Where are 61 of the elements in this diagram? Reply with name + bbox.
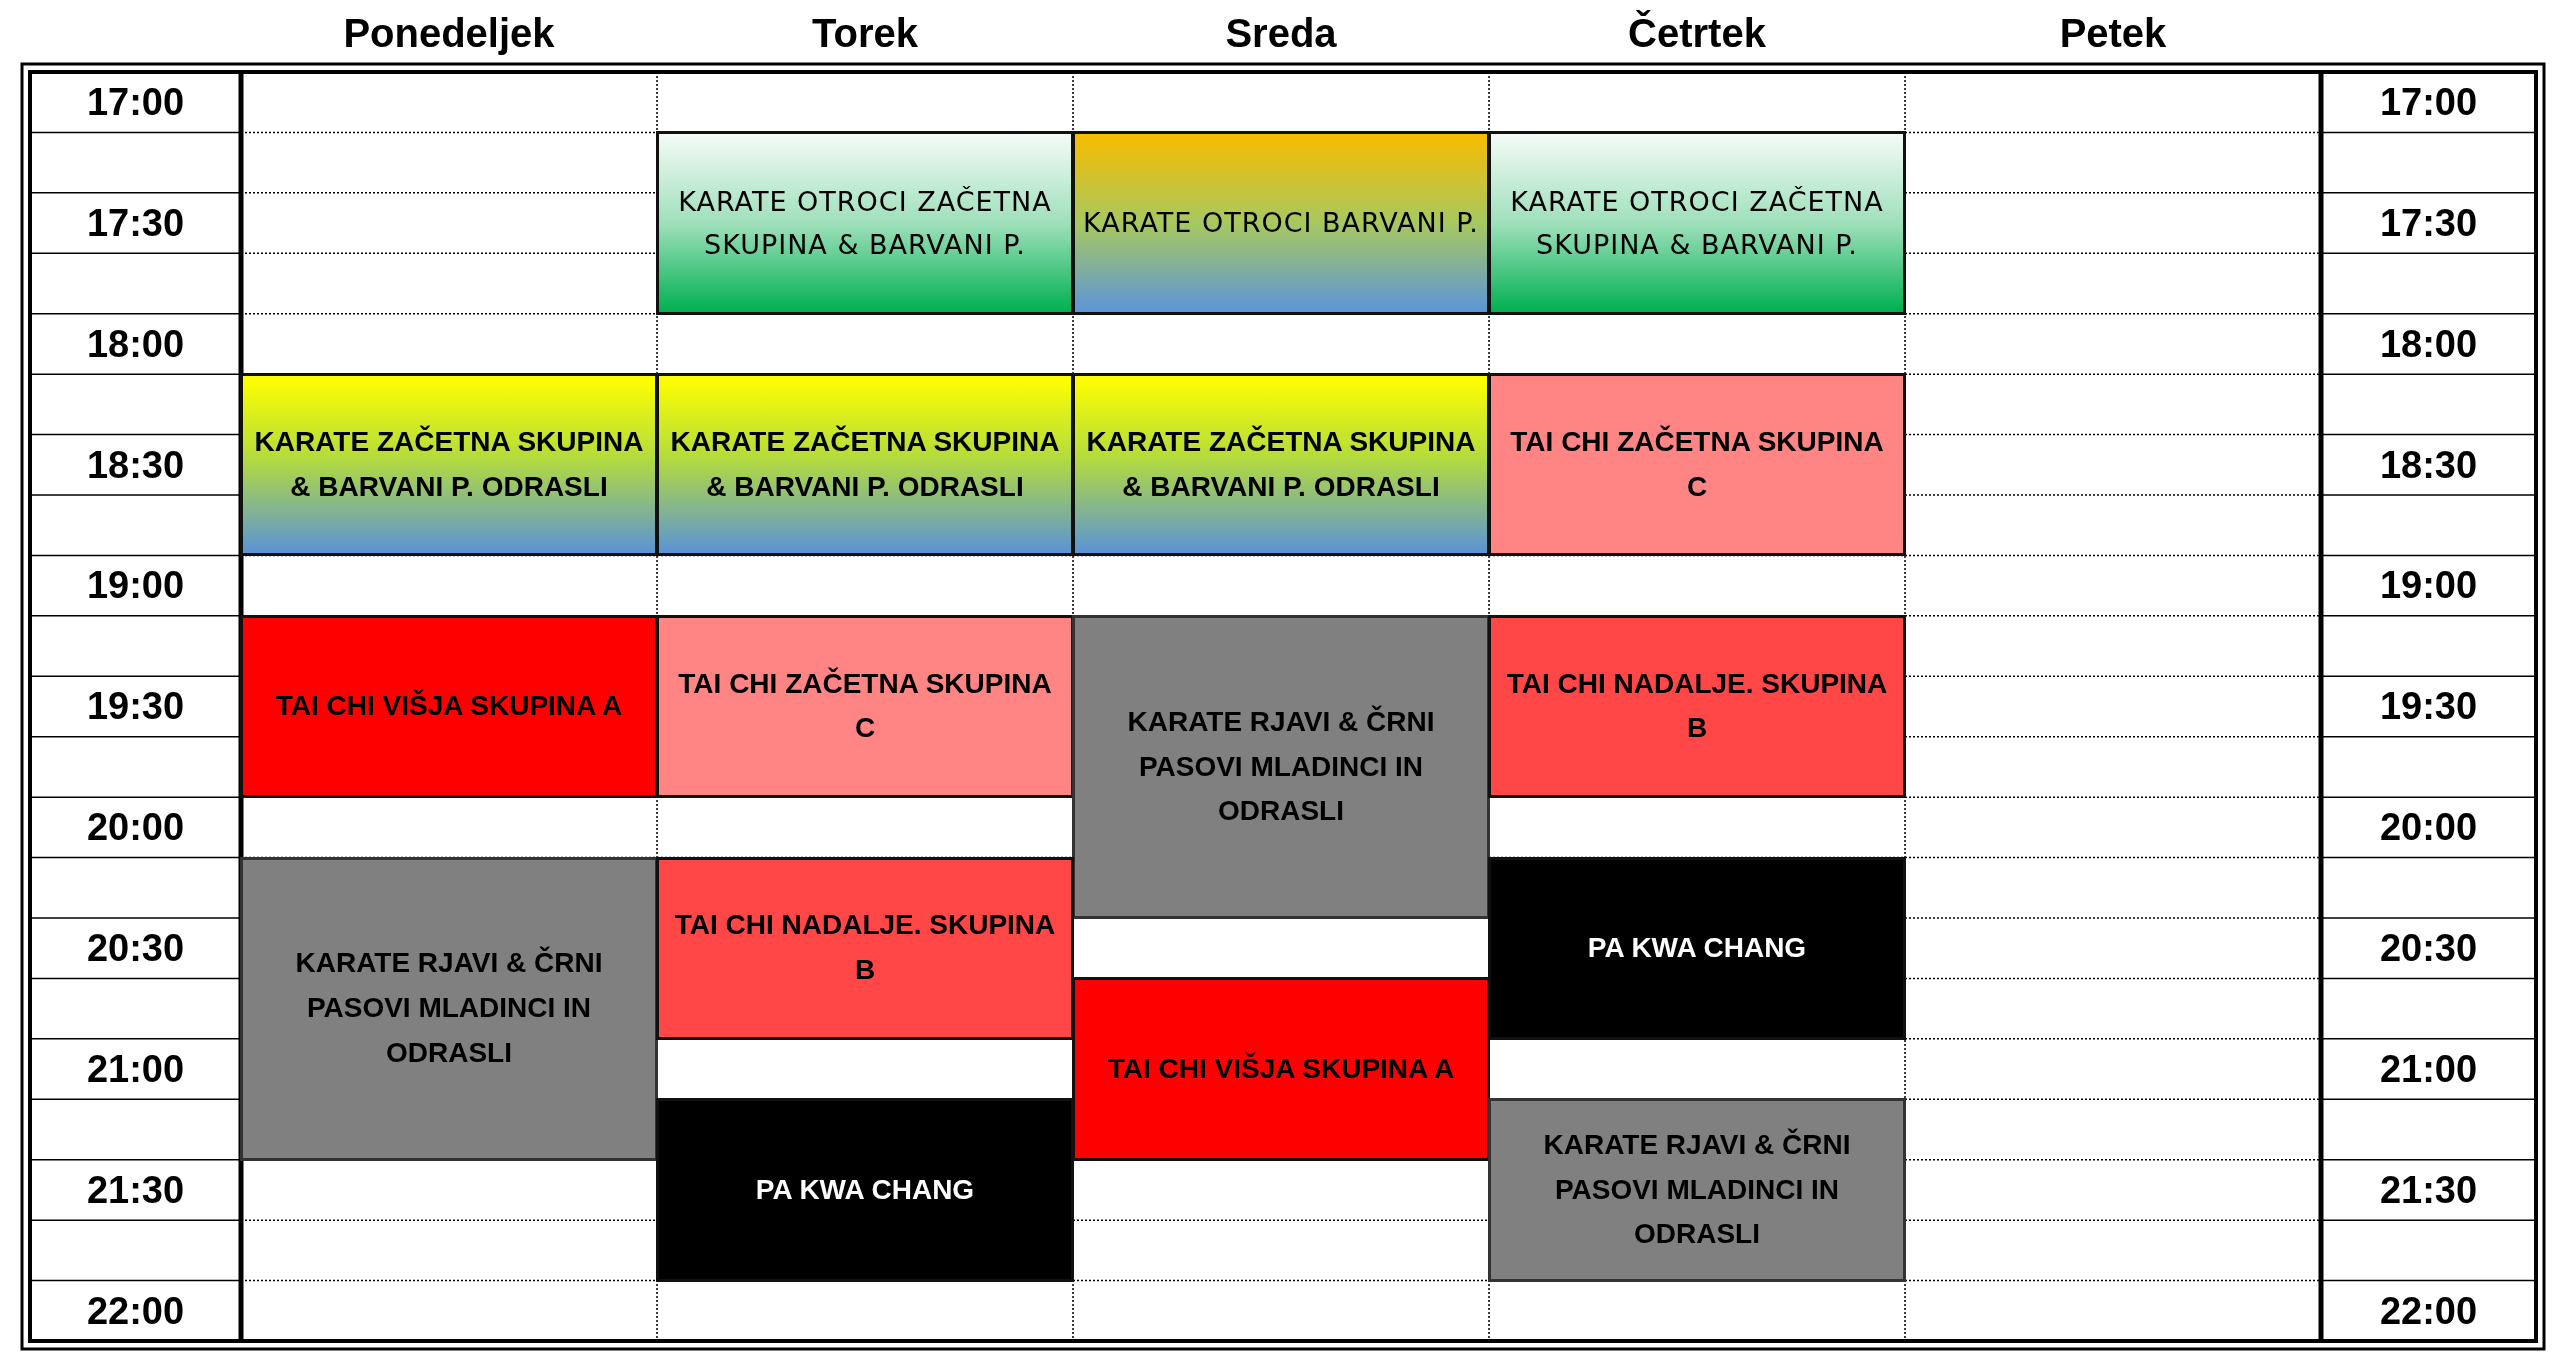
- time-label: 21:30: [2378, 1167, 2479, 1213]
- day-header: Torek: [811, 10, 919, 57]
- class-name: KARATE OTROCI ZAČETNA SKUPINA & BARVANI P.: [1509, 184, 1885, 263]
- class-name: PA KWA CHANG: [754, 1172, 976, 1207]
- time-label: 20:00: [85, 805, 186, 851]
- time-label: 18:30: [85, 442, 186, 488]
- time-label: 18:00: [85, 321, 186, 367]
- class-name: KARATE OTROCI ZAČETNA SKUPINA & BARVANI P.: [677, 184, 1053, 263]
- class-name: TAI CHI NADALJE. SKUPINA B: [1505, 666, 1889, 746]
- class-block: [1072, 614, 1490, 919]
- time-label: 22:00: [85, 1288, 186, 1334]
- class-name: TAI CHI ZAČETNA SKUPINA C: [1509, 424, 1885, 504]
- time-label: 20:30: [85, 926, 186, 971]
- time-label: 17:30: [2378, 200, 2479, 246]
- time-label: 20:00: [2378, 805, 2479, 851]
- class-block: [1072, 977, 1490, 1161]
- time-label: 20:30: [2378, 926, 2479, 971]
- time-label: 19:00: [2378, 563, 2479, 609]
- class-block: [1072, 131, 1490, 315]
- class-name: PA KWA CHANG: [1586, 930, 1808, 965]
- time-label: 19:30: [2378, 684, 2479, 730]
- class-name: TAI CHI ZAČETNA SKUPINA C: [677, 666, 1053, 746]
- class-block: [240, 856, 658, 1161]
- class-name: TAI CHI VIŠJA SKUPINA A: [274, 688, 624, 724]
- class-block: [1488, 614, 1906, 799]
- class-block: [1072, 373, 1490, 557]
- class-name: KARATE ZAČETNA SKUPINA & BARVANI P. ODRASLI: [1085, 424, 1477, 504]
- time-label: 21:30: [85, 1167, 186, 1213]
- class-block: [1488, 1098, 1906, 1282]
- time-label: 19:00: [85, 563, 186, 609]
- time-label: 21:00: [2378, 1046, 2479, 1092]
- class-name: KARATE RJAVI & ČRNI PASOVI MLADINCI IN ODRASLI: [294, 945, 604, 1071]
- class-block: [656, 614, 1074, 799]
- time-label: 18:30: [2378, 442, 2479, 488]
- class-name: TAI CHI NADALJE. SKUPINA B: [673, 908, 1057, 988]
- time-label: 21:00: [85, 1046, 186, 1092]
- class-block: [1488, 373, 1906, 557]
- class-block: [1488, 131, 1906, 315]
- time-label: 17:00: [85, 80, 186, 125]
- class-block: [656, 373, 1074, 557]
- class-block: [656, 1098, 1074, 1282]
- class-block: [656, 856, 1074, 1040]
- day-header: Četrtek: [1627, 9, 1767, 57]
- day-header: Sreda: [1224, 10, 1338, 57]
- day-header: Ponedeljek: [342, 10, 556, 57]
- class-name: KARATE ZAČETNA SKUPINA & BARVANI P. ODRASLI: [253, 424, 645, 504]
- time-label: 18:00: [2378, 321, 2479, 367]
- time-label: 22:00: [2378, 1288, 2479, 1334]
- time-label: 19:30: [85, 684, 186, 730]
- class-block: [240, 373, 658, 557]
- class-name: KARATE RJAVI & ČRNI PASOVI MLADINCI IN ODRASLI: [1126, 704, 1436, 829]
- class-name: KARATE ZAČETNA SKUPINA & BARVANI P. ODRASLI: [669, 424, 1061, 504]
- class-name: TAI CHI VIŠJA SKUPINA A: [1106, 1051, 1456, 1086]
- class-block: [1488, 856, 1906, 1040]
- day-header: Petek: [2058, 10, 2168, 57]
- class-name: KARATE OTROCI BARVANI P.: [1082, 206, 1480, 241]
- class-block: [240, 614, 658, 799]
- class-block: [656, 131, 1074, 315]
- time-label: 17:00: [2378, 80, 2479, 125]
- time-label: 17:30: [85, 200, 186, 246]
- class-name: KARATE RJAVI & ČRNI PASOVI MLADINCI IN ODRASLI: [1542, 1127, 1852, 1252]
